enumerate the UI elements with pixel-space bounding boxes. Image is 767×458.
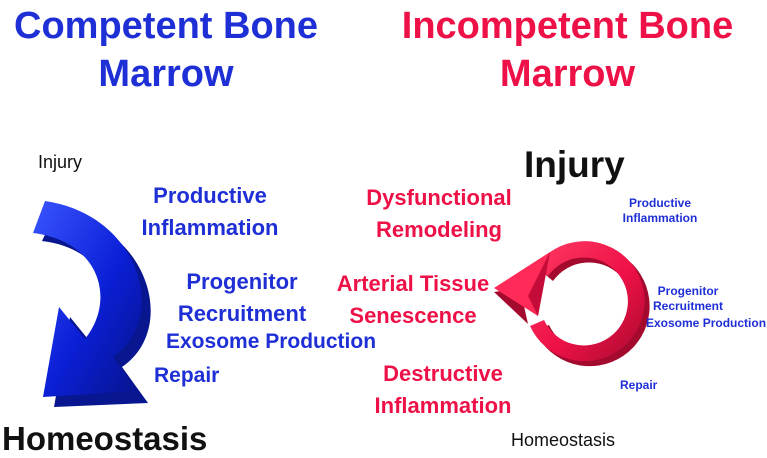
competent-injury-label: Injury	[38, 152, 83, 172]
side-label: Productive	[628, 196, 691, 210]
step-label: Progenitor	[186, 269, 298, 294]
competent-step-repair: Repair	[154, 364, 220, 387]
side-label: Progenitor	[657, 284, 719, 298]
side-label: Recruitment	[652, 299, 723, 313]
competent-step-exosome-production: Exosome Production	[166, 330, 377, 353]
step-label: Productive	[153, 183, 267, 208]
incompetent-title-line1: Incompetent Bone	[401, 5, 734, 47]
incompetent-cycle-destructive-inflammation: Destructive Inflammation	[366, 358, 520, 422]
circular-arrow-icon	[494, 241, 650, 367]
incompetent-injury-label: Injury	[524, 144, 625, 185]
incompetent-side-progenitor-recruitment: Progenitor Recruitment	[648, 284, 728, 314]
incompetent-title: Incompetent Bone Marrow	[375, 2, 760, 98]
cycle-label: Remodeling	[376, 217, 502, 242]
side-label: Inflammation	[622, 211, 698, 225]
cycle-label: Inflammation	[374, 393, 512, 418]
step-label: Inflammation	[141, 215, 279, 240]
cycle-label: Destructive	[383, 361, 503, 386]
cycle-label: Dysfunctional	[366, 185, 512, 210]
curved-arrow-icon	[33, 201, 151, 407]
competent-title-line1: Competent Bone	[14, 5, 318, 47]
competent-outcome-homeostasis: Homeostasis	[2, 420, 208, 457]
incompetent-side-productive-inflammation: Productive Inflammation	[620, 196, 700, 226]
incompetent-outcome-homeostasis: Homeostasis	[511, 430, 616, 450]
competent-title-line2: Marrow	[98, 53, 234, 95]
incompetent-cycle-arterial-tissue-senescence: Arterial Tissue Senescence	[330, 268, 496, 332]
competent-step-progenitor-recruitment: Progenitor Recruitment	[160, 266, 324, 330]
incompetent-title-line2: Marrow	[499, 53, 636, 95]
incompetent-cycle-dysfunctional-remodeling: Dysfunctional Remodeling	[356, 182, 522, 246]
cycle-label: Arterial Tissue	[336, 271, 490, 296]
incompetent-side-repair: Repair	[620, 378, 658, 392]
competent-step-productive-inflammation: Productive Inflammation	[126, 180, 294, 244]
incompetent-side-exosome-production: Exosome Production	[646, 316, 767, 330]
cycle-label: Senescence	[349, 303, 477, 328]
competent-title: Competent Bone Marrow	[0, 2, 332, 98]
step-label: Recruitment	[177, 301, 307, 326]
